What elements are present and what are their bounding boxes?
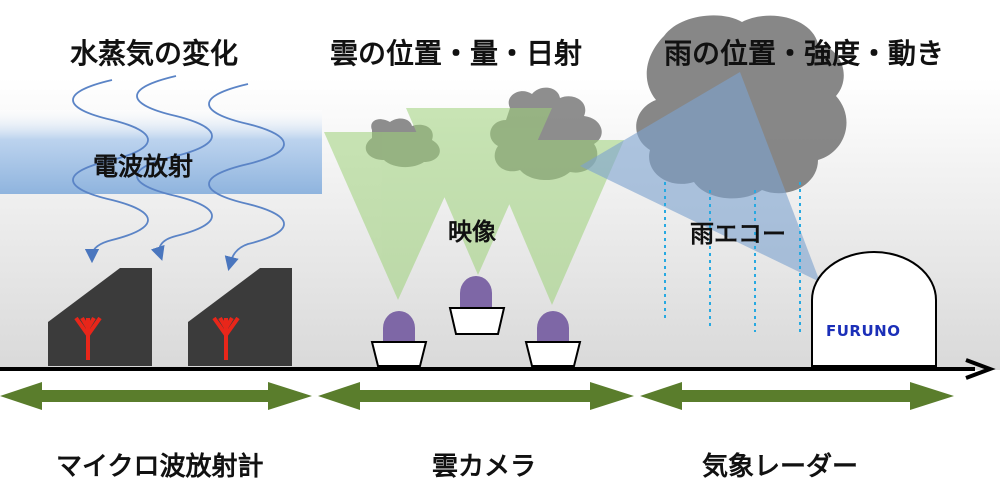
antenna-icon (212, 316, 240, 360)
cloud-camera-left (370, 311, 428, 367)
radar-beam (580, 72, 820, 282)
cloud-camera-center (448, 276, 506, 335)
section-label-radar: 気象レーダー (702, 452, 859, 482)
axis-arrowhead (965, 358, 996, 380)
label-radiation: 電波放射 (93, 152, 194, 181)
heading-water-vapor: 水蒸気の変化 (70, 37, 239, 70)
heading-cloud: 雲の位置・量・日射 (330, 37, 583, 70)
radiation-band (0, 110, 322, 194)
radiometer-unit-1 (48, 268, 152, 366)
radiation-wave-2 (136, 75, 213, 261)
heading-rain: 雨の位置・強度・動き (664, 37, 945, 70)
view-cone-right (482, 140, 624, 305)
radar-brand-logo: FURUNO (826, 322, 901, 340)
rain-echo-lines (664, 182, 801, 336)
radiometer-unit-2 (188, 268, 292, 366)
range-arrow-microwave (0, 382, 312, 410)
cloud-camera-right (524, 311, 582, 367)
range-arrow-camera (318, 382, 634, 410)
antenna-icon (74, 316, 102, 360)
range-arrow-radar (640, 382, 954, 410)
radiation-wave-3 (208, 83, 285, 271)
radiation-wave-1 (72, 79, 149, 264)
section-label-microwave: マイクロ波放射計 (56, 452, 264, 482)
radar-dome (811, 251, 937, 367)
label-rain-echo: 雨エコー (690, 220, 786, 248)
label-image: 映像 (448, 218, 496, 246)
section-label-camera: 雲カメラ (432, 452, 537, 482)
